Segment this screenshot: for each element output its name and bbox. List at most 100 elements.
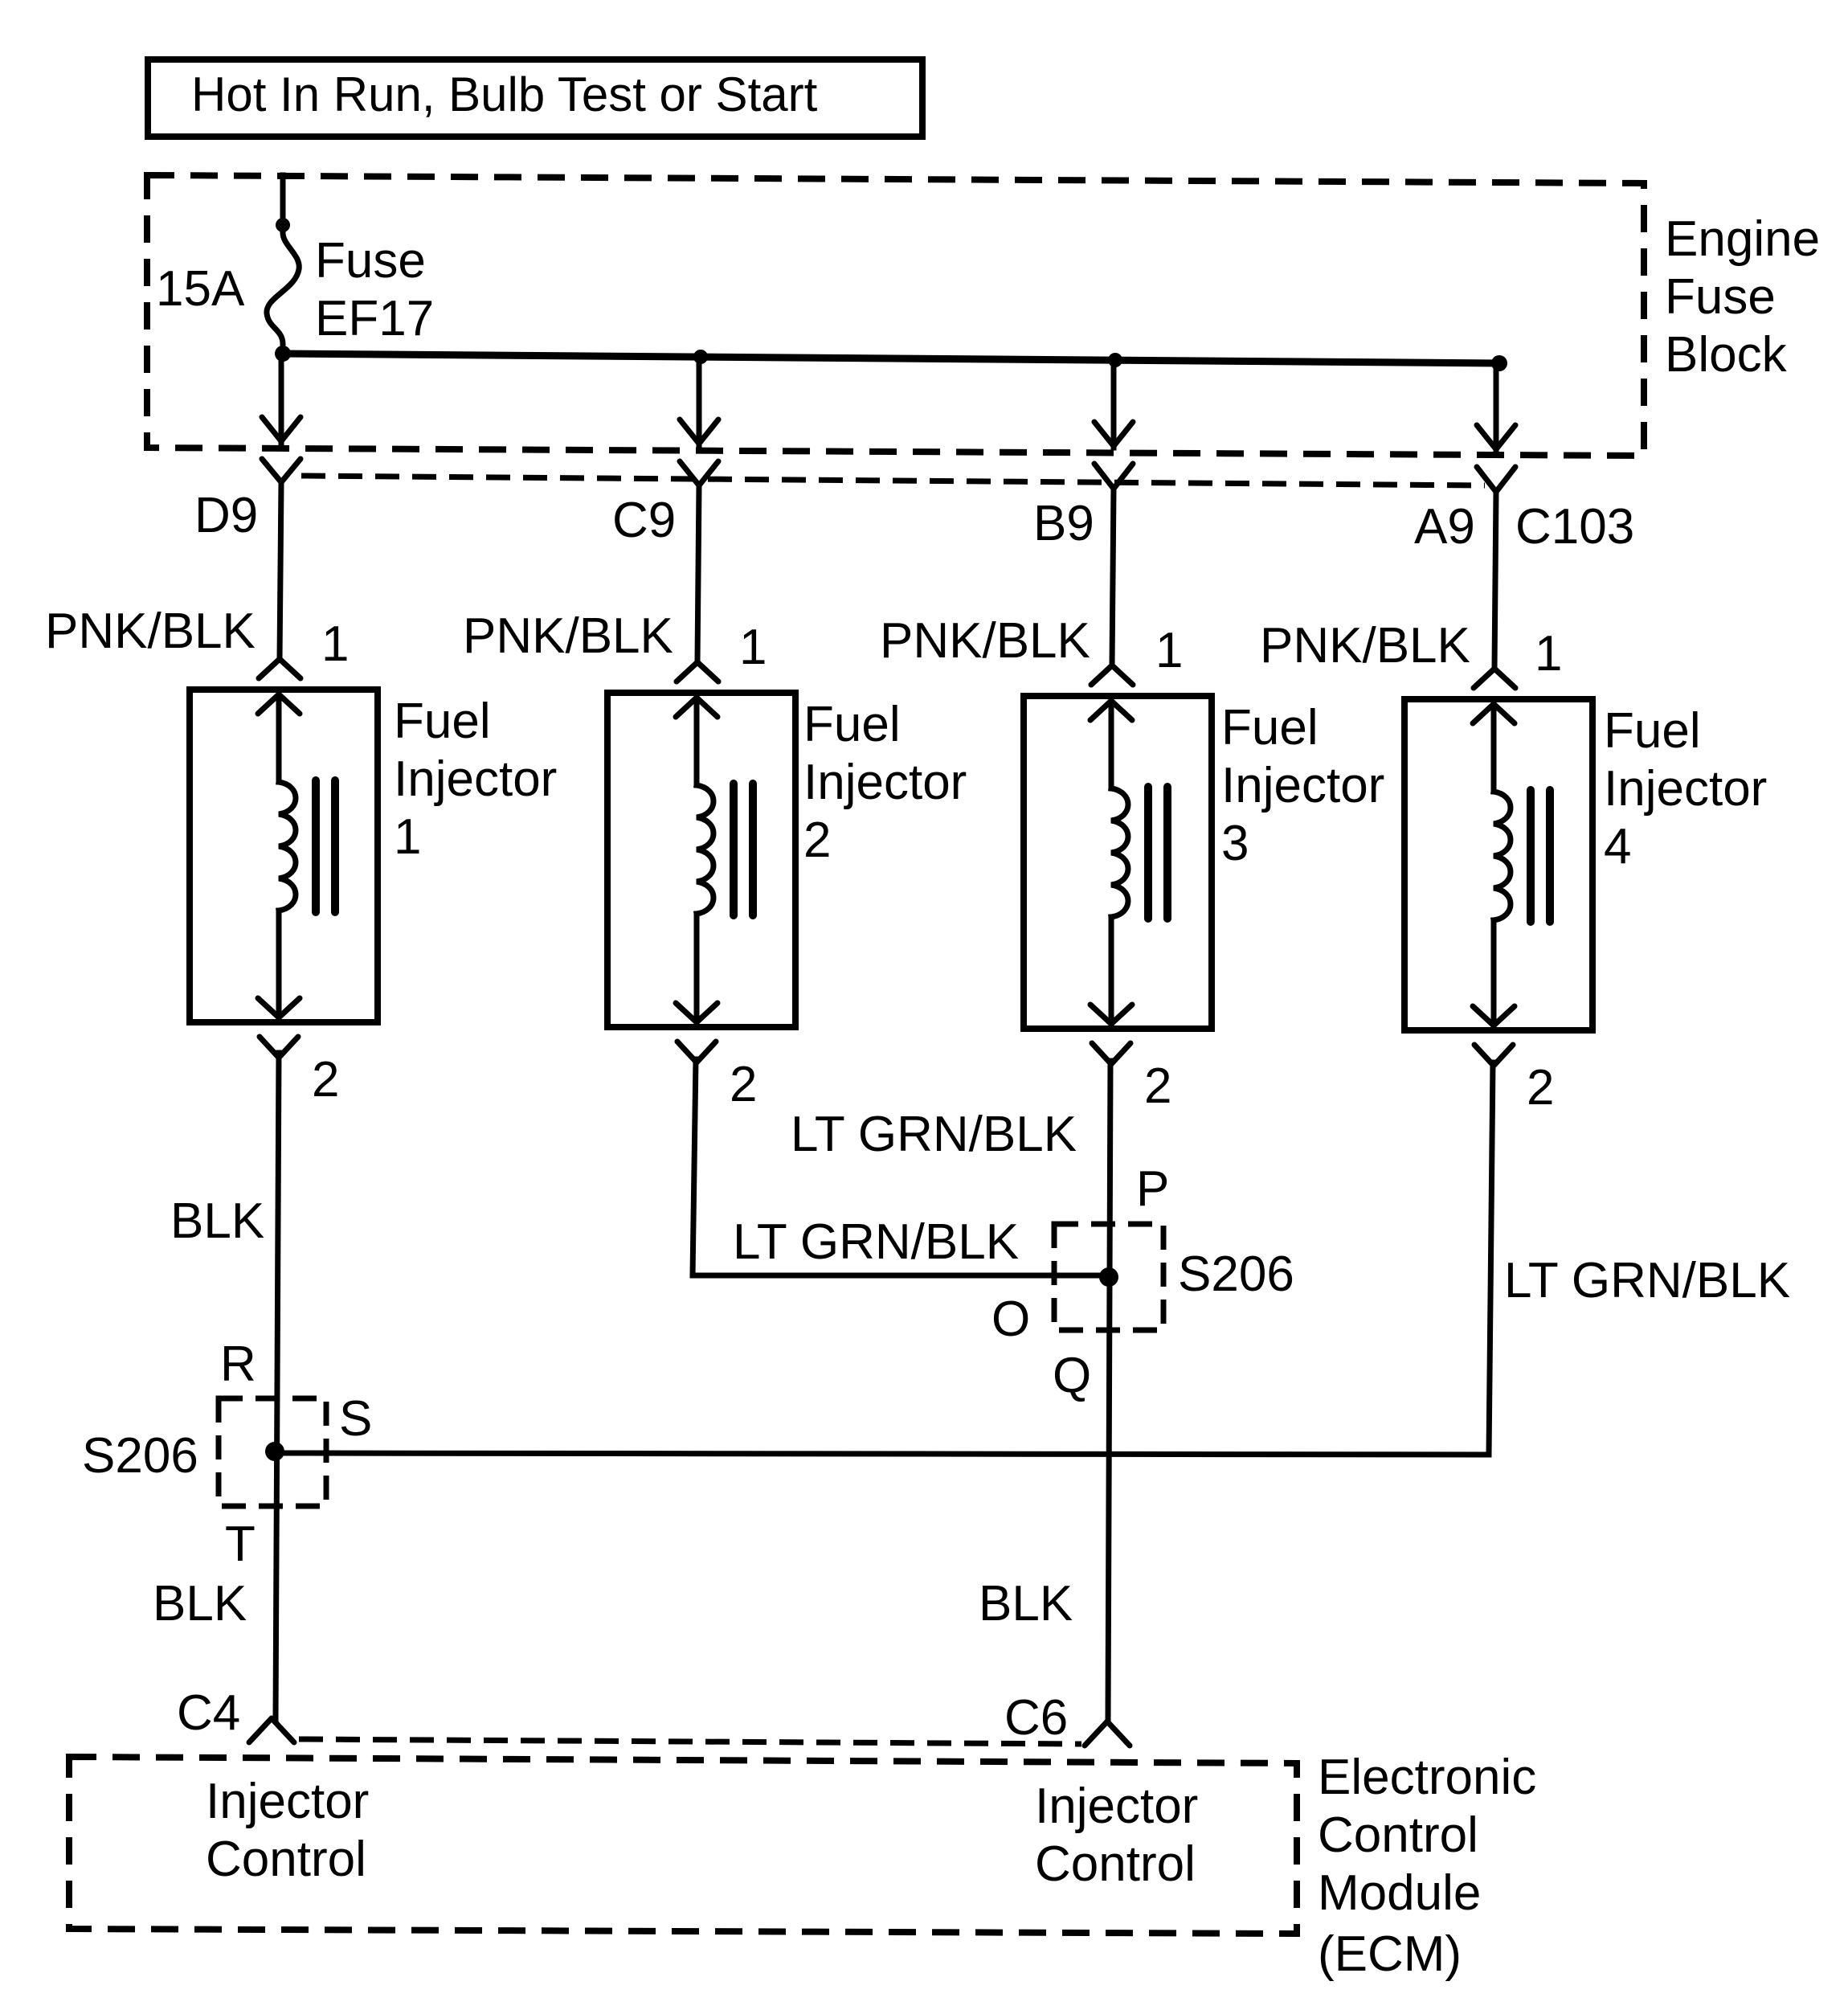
injector-4-pin2-label: 2: [1527, 1060, 1554, 1116]
fuse-block-label-line3: Block: [1665, 327, 1788, 383]
c103-pin-a9: A9: [1414, 499, 1475, 555]
wire-inj1-color: BLK: [170, 1193, 264, 1249]
injector-3-pin1-terminal: [1088, 662, 1136, 688]
splice-middle-junction: [1099, 1267, 1118, 1287]
ecm-label-line1: Electronic: [1318, 1750, 1536, 1805]
injector-1-label-line1: Fuel: [394, 694, 491, 749]
c103-terminal-1: [259, 456, 304, 485]
injector-4-label-line1: Fuel: [1604, 703, 1701, 759]
fuse-name-line2: EF17: [315, 291, 434, 346]
wire-inj3-to-ecm: [1105, 1058, 1114, 1723]
injector-4-label-line2: Injector: [1604, 761, 1767, 817]
fuse-rating: 15A: [156, 261, 245, 317]
injector-1-housing: [186, 686, 381, 1025]
injector-1-arrow-down-icon: [255, 995, 303, 1021]
wire-c103-to-injector-3: [1109, 485, 1117, 669]
injector-4-label-line3: 4: [1604, 819, 1631, 874]
splice-middle-outline: [1051, 1221, 1167, 1333]
wire-mid-to-ecm-color: BLK: [979, 1576, 1073, 1631]
wire-inj1-to-ecm: [272, 1050, 282, 1723]
c103-terminal-4: [1474, 464, 1519, 495]
fuse-output-arrow-3: [1091, 419, 1136, 449]
injector-2-label-line1: Fuel: [803, 697, 901, 752]
injector-3-arrow-up-icon: [1087, 698, 1135, 723]
ecm-label-line2: Control: [1318, 1807, 1478, 1863]
injector-2-pin1-terminal: [673, 659, 722, 685]
ecm-label-line4: (ECM): [1318, 1926, 1462, 1982]
splice-middle-pin-p: P: [1136, 1161, 1169, 1217]
fuse-block-outline: [144, 171, 1647, 460]
power-source-frame: [145, 56, 926, 140]
injector-1-input-wire-color: PNK/BLK: [45, 604, 256, 659]
ecm-pin-c4: C4: [177, 1685, 240, 1741]
injector-1-label-line2: Injector: [394, 751, 557, 807]
splice-s206-middle: P O Q S206: [991, 1161, 1294, 1403]
injector-3-label-line1: Fuel: [1221, 700, 1319, 755]
ecm-module: Injector Control Injector Control Electr…: [66, 1750, 1536, 1982]
wire-inj4-color: LT GRN/BLK: [1504, 1253, 1790, 1308]
splice-left-pin-t: T: [225, 1517, 256, 1572]
splice-left-pin-s: S: [339, 1391, 372, 1447]
c103-pin-b9: B9: [1033, 496, 1094, 551]
power-source-label: Hot In Run, Bulb Test or Start: [191, 68, 818, 121]
wire-inj2-color: LT GRN/BLK: [733, 1214, 1019, 1270]
fuse-output-arrow-2: [677, 416, 722, 447]
injector-4-input-wire-color: PNK/BLK: [1260, 618, 1470, 673]
ecm-pin-c6: C6: [1004, 1690, 1068, 1746]
fuse-terminal-top: [276, 218, 290, 232]
injector-3-arrow-down-icon: [1087, 1001, 1135, 1027]
injector-4-pin1-label: 1: [1535, 626, 1562, 682]
fuse-output-arrow-4: [1474, 422, 1519, 452]
c103-pin-d9: D9: [194, 488, 258, 543]
injector-4-housing: [1401, 696, 1596, 1034]
splice-left-junction: [265, 1442, 284, 1461]
injector-2-label-line3: 2: [803, 813, 831, 868]
injector-1-pin1-label: 1: [321, 616, 349, 672]
injector-4-arrow-down-icon: [1470, 1003, 1518, 1029]
injector-4-coil-icon: [1490, 788, 1514, 923]
fuse-name-line1: Fuse: [315, 233, 426, 289]
injector-2-arrow-up-icon: [673, 694, 721, 720]
ecm-func2-line1: Injector: [1035, 1779, 1198, 1834]
ecm-func2-line2: Control: [1035, 1836, 1196, 1892]
splice-left-pin-r: R: [220, 1337, 256, 1392]
c103-connector-body: [301, 473, 1486, 489]
ecm-outline: [66, 1753, 1300, 1938]
injector-3-label-line3: 3: [1221, 816, 1249, 871]
splice-left-name: S206: [82, 1428, 198, 1484]
wire-inj2-to-splice: [689, 1056, 1112, 1279]
injector-1-coil-icon: [276, 779, 299, 914]
ecm-func1-line1: Injector: [206, 1774, 369, 1829]
fuse-block-outputs: [259, 350, 1519, 495]
splice-s206-left: R S T S206: [82, 1337, 372, 1572]
splice-middle-name: S206: [1178, 1247, 1294, 1302]
injector-3-pin2-label: 2: [1144, 1058, 1171, 1114]
fuse-symbol: [264, 230, 302, 347]
c103-pin-c9: C9: [612, 493, 676, 548]
wire-c103-to-injector-2: [694, 482, 702, 665]
injector-2-coil-icon: [693, 782, 717, 917]
ecm-label-line3: Module: [1318, 1865, 1481, 1921]
fuse-block-label-line1: Engine: [1665, 211, 1820, 267]
injector-3-housing: [1020, 693, 1215, 1032]
injector-2-label-line2: Injector: [803, 755, 967, 810]
ecm-connector-body: [298, 1736, 1082, 1747]
injector-3-coil-icon: [1108, 785, 1131, 920]
injector-2-arrow-down-icon: [673, 1000, 721, 1025]
power-source-box: Hot In Run, Bulb Test or Start: [145, 56, 926, 140]
injector-1-label-line3: 1: [394, 809, 421, 865]
c103-connector-name: C103: [1515, 499, 1634, 555]
injector-4-pin1-terminal: [1470, 665, 1519, 691]
injector-4-arrow-up-icon: [1470, 701, 1518, 727]
injector-2-pin2-label: 2: [730, 1057, 757, 1112]
injector-3-input-wire-color: PNK/BLK: [880, 613, 1090, 669]
injector-3-label-line2: Injector: [1221, 758, 1384, 813]
ecm-connector-c4-terminal: [246, 1715, 297, 1746]
injector-2-pin1-label: 1: [739, 620, 767, 675]
